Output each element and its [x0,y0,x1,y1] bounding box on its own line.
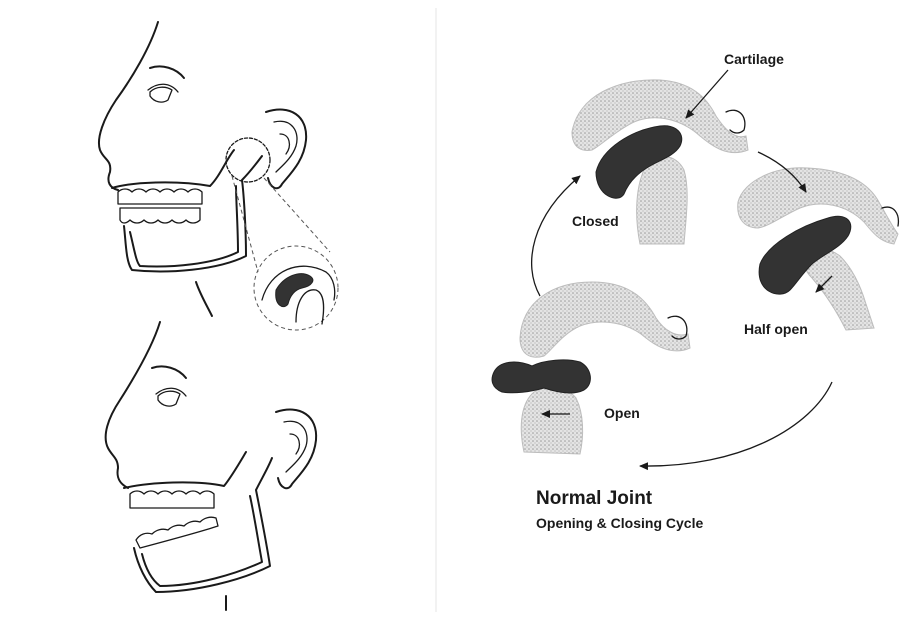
head-closed-mouth [99,22,338,330]
diagram-subtitle: Opening & Closing Cycle [536,515,703,531]
mandible-inner-closed [130,186,238,266]
ear-inner2-open [290,434,299,454]
inset-disc [276,274,313,307]
joint-highlight-circle [226,138,270,182]
eye-closed [150,87,172,102]
joint-half-open [738,168,899,330]
upper-teeth-closed [118,189,202,204]
upper-jaw-closed [112,150,234,188]
eyelid-open [156,388,186,396]
upper-jaw-open [124,452,246,488]
condyle-open [521,387,582,454]
lower-teeth-open [136,517,218,548]
label-open: Open [604,405,640,421]
label-half-open: Half open [744,321,808,337]
diagram-title: Normal Joint [536,488,653,509]
neck-front-closed [196,282,212,316]
ear-inner2-closed [280,134,289,154]
ear-open [276,410,316,489]
face-profile-open [106,322,160,488]
upper-teeth-open [130,491,214,508]
mandible-closed [124,156,262,271]
disc-open [492,360,590,393]
ear-closed [266,110,306,189]
mandible-inner-open [142,496,262,586]
joint-open [492,282,690,454]
cycle-arrow-open-to-closed [532,176,580,296]
eyelid-closed [148,84,178,92]
eye-open [158,391,180,406]
ear-canal-closed [726,110,745,133]
head-open-mouth [106,322,317,610]
label-closed: Closed [572,213,619,229]
brow-line-closed [150,66,184,78]
skull-fossa-open [520,282,690,357]
label-cartilage: Cartilage [724,51,784,67]
mandible-open [134,458,272,592]
ear-inner-closed [274,121,297,172]
ear-inner-open [284,421,307,472]
brow-line-open [152,366,186,378]
face-profile-closed [99,22,158,190]
magnifier-line-right [264,178,330,252]
cycle-arrow-half-to-open [640,382,832,466]
inset-condyle [296,290,324,324]
lower-teeth-closed [120,208,200,223]
